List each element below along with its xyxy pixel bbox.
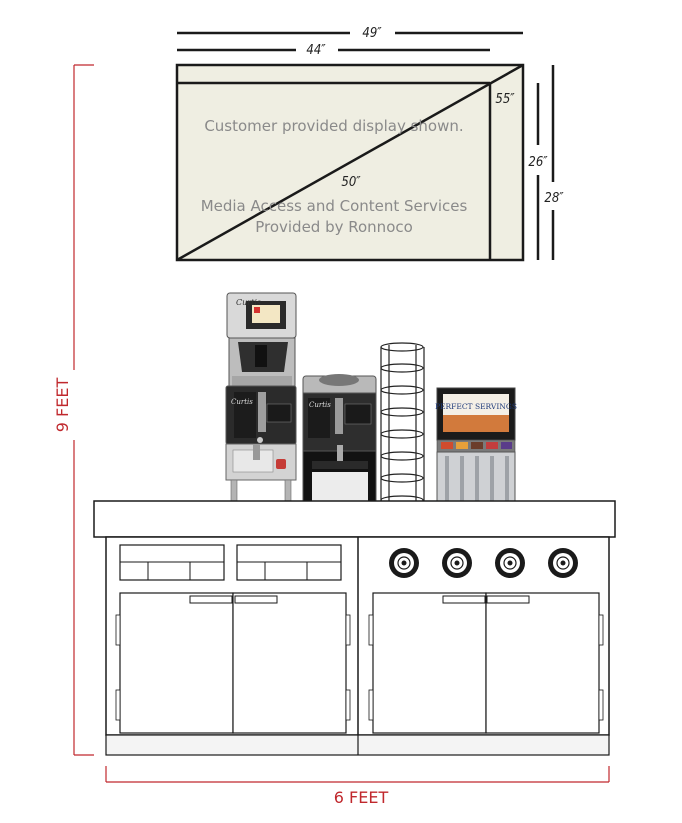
grommet-4 <box>548 548 578 578</box>
counter-grommets <box>389 548 578 578</box>
cup-rack <box>376 342 430 517</box>
outer-width-label: 49″ <box>362 26 382 41</box>
dimension-total-height: 9 FEET <box>53 64 94 756</box>
svg-text:Curtis: Curtis <box>231 398 253 406</box>
display-panel: 55″ 50″ Customer provided display shown.… <box>175 63 525 262</box>
brewer-brand-label: Curtis <box>236 298 261 307</box>
dimension-heights: 26″ 28″ <box>528 65 564 260</box>
diagonal-outer-label: 55″ <box>495 92 515 107</box>
counter <box>93 500 616 756</box>
grommet-2 <box>442 548 472 578</box>
grommet-1 <box>389 548 419 578</box>
thermal-server: Curtis <box>302 374 377 517</box>
dimension-total-width: 6 FEET <box>105 766 610 807</box>
total-height-label: 9 FEET <box>53 378 72 433</box>
outer-height-label: 28″ <box>544 191 564 206</box>
display-caption-line3: Provided by Ronnoco <box>255 218 413 236</box>
diagonal-inner-label: 50″ <box>341 175 361 190</box>
dimension-outer-width: 49″ <box>177 26 523 41</box>
coffee-brewer: Curtis Curtis <box>225 292 297 517</box>
total-width-label: 6 FEET <box>334 788 389 807</box>
dimension-inner-width: 44″ <box>177 43 490 58</box>
dispenser-screen-label: PERFECT SERVINGS <box>435 402 517 411</box>
svg-text:Curtis: Curtis <box>309 401 331 409</box>
display-caption-line1: Customer provided display shown. <box>204 117 463 135</box>
grommet-3 <box>495 548 525 578</box>
display-caption-line2: Media Access and Content Services <box>201 197 468 215</box>
inner-width-label: 44″ <box>306 43 326 58</box>
inner-height-label: 26″ <box>528 155 548 170</box>
beverage-dispenser: PERFECT SERVINGS <box>435 387 517 517</box>
